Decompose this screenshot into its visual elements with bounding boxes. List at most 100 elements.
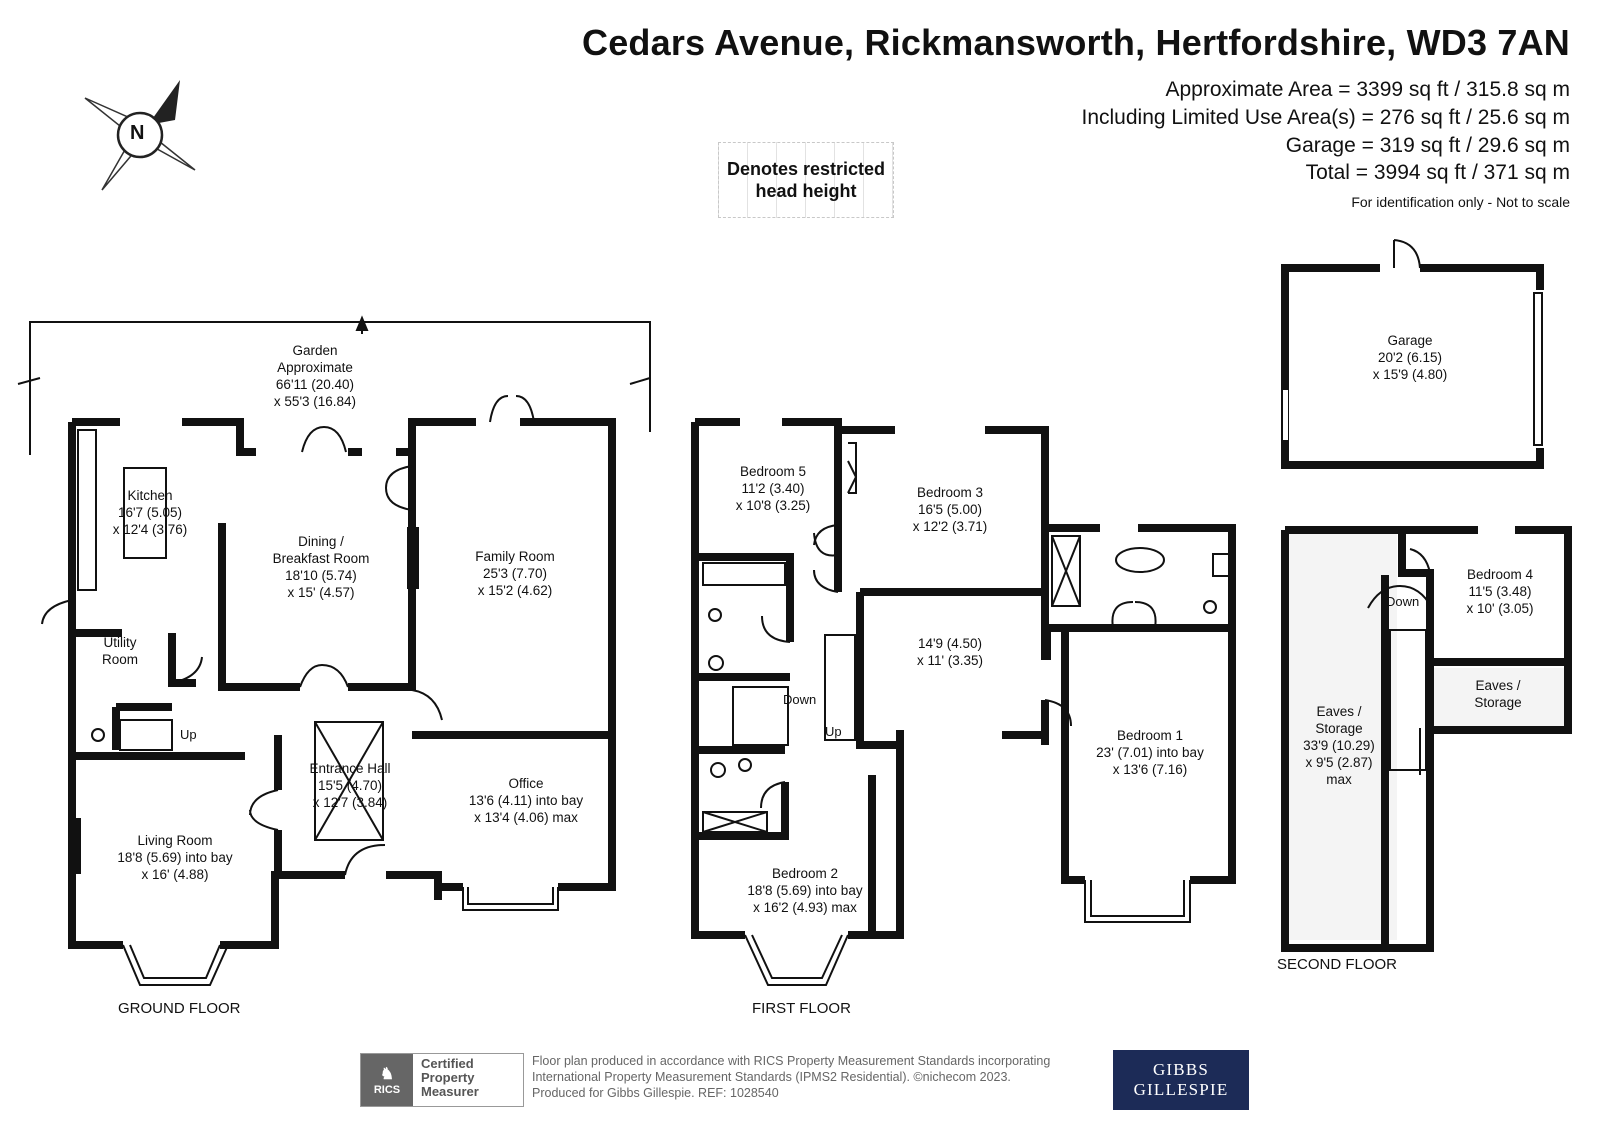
certified-measurer-text: Certified Property Measurer [413, 1054, 523, 1106]
room-line: Storage [1474, 695, 1522, 710]
room-label-bedroom-5: Bedroom 5 11'2 (3.40) x 10'8 (3.25) [728, 463, 818, 514]
stair-label-up-ground: Up [180, 727, 197, 742]
garage-details [1281, 239, 1543, 446]
room-label-utility: Utility Room [90, 634, 150, 668]
approximate-area: Approximate Area = 3399 sq ft / 315.8 sq… [1165, 78, 1571, 101]
room-line: x 16' (4.88) [141, 867, 209, 882]
room-line: x 10' (3.05) [1466, 601, 1534, 616]
room-name: Garden [292, 343, 338, 358]
fireplace-chimney [407, 527, 419, 589]
second-floor-details [1367, 548, 1433, 775]
room-line: x 9'5 (2.87) [1305, 755, 1373, 770]
room-name: 14'9 (4.50) [917, 636, 983, 651]
room-label-dining: Dining / Breakfast Room 18'10 (5.74) x 1… [256, 533, 386, 601]
ground-floor-details [41, 395, 559, 986]
footer-line-2: International Property Measurement Stand… [532, 1070, 1011, 1084]
lion-icon: ♞ [379, 1066, 395, 1083]
room-line: 20'2 (6.15) [1377, 350, 1443, 365]
restricted-height-legend: Denotes restricted head height [718, 158, 894, 202]
room-label-living: Living Room 18'8 (5.69) into bay x 16' (… [105, 832, 245, 883]
room-label-garage: Garage 20'2 (6.15) x 15'9 (4.80) [1360, 332, 1460, 383]
room-line: 15'5 (4.70) [317, 778, 383, 793]
room-line: x 10'8 (3.25) [735, 498, 811, 513]
room-name: Bedroom 2 [771, 866, 839, 881]
room-label-entrance-hall: Entrance Hall 15'5 (4.70) x 12'7 (3.84) [295, 760, 405, 811]
room-line: 18'8 (5.69) into bay [747, 883, 863, 898]
ground-floor-walls [68, 418, 616, 949]
room-line: x 16'2 (4.93) max [753, 900, 857, 915]
certified-line-2: Property [421, 1070, 475, 1085]
room-name: Bedroom 4 [1466, 567, 1534, 582]
room-line: x 12'7 (3.84) [312, 795, 388, 810]
garden-boundary [17, 315, 651, 455]
room-line: 18'10 (5.74) [285, 568, 357, 583]
room-line: 23' (7.01) into bay [1096, 745, 1204, 760]
room-name: Bedroom 3 [916, 485, 984, 500]
stair-label-down-second: Down [1386, 594, 1420, 609]
bedroom-1-chimney [1041, 628, 1051, 660]
compass-north-label: N [130, 122, 145, 144]
room-line: x 12'2 (3.71) [912, 519, 988, 534]
certified-line-1: Certified [421, 1056, 474, 1071]
room-line: x 15' (4.57) [287, 585, 355, 600]
room-name: Eaves / [1316, 704, 1362, 719]
room-line: x 11' (3.35) [916, 653, 984, 668]
rics-logo-text: RICS [373, 1084, 401, 1096]
living-room-chimney [71, 818, 81, 874]
first-floor-walls [691, 418, 1236, 939]
room-line: x 55'3 (16.84) [273, 394, 357, 409]
room-line: 66'11 (20.40) [275, 377, 355, 392]
room-line: 18'8 (5.69) into bay [117, 850, 233, 865]
second-floor-restricted [1285, 530, 1564, 940]
room-label-bedroom-3: Bedroom 3 16'5 (5.00) x 12'2 (3.71) [900, 484, 1000, 535]
room-name: Family Room [475, 549, 555, 564]
room-line: x 12'4 (3.76) [112, 522, 188, 537]
room-line: 16'7 (5.05) [117, 505, 183, 520]
second-floor-walls [1281, 526, 1572, 952]
room-name: Garage [1387, 333, 1433, 348]
floor-label-first: FIRST FLOOR [752, 1000, 851, 1017]
garage-area: Garage = 319 sq ft / 29.6 sq m [1285, 134, 1570, 157]
room-label-garden: Garden Approximate 66'11 (20.40) x 55'3 … [240, 342, 390, 410]
room-label-office: Office 13'6 (4.11) into bay x 13'4 (4.06… [456, 775, 596, 826]
garage-walls [1281, 264, 1544, 469]
room-name: Dining / [298, 534, 344, 549]
room-line: x 13'4 (4.06) max [474, 810, 578, 825]
agent-logo-line-1: GIBBS [1152, 1060, 1210, 1079]
first-floor-details [702, 442, 1230, 986]
room-label-landing: 14'9 (4.50) x 11' (3.35) [905, 635, 995, 669]
room-label-eaves-storage-small: Eaves / Storage [1458, 677, 1538, 711]
legend-line-1: Denotes restricted [726, 159, 886, 179]
room-label-bedroom-4: Bedroom 4 11'5 (3.48) x 10' (3.05) [1450, 566, 1550, 617]
room-label-eaves-storage-large: Eaves / Storage 33'9 (10.29) x 9'5 (2.87… [1292, 703, 1386, 788]
room-name: Kitchen [127, 488, 173, 503]
compass-icon [84, 80, 196, 191]
footer-line-3: Produced for Gibbs Gillespie. REF: 10285… [532, 1086, 779, 1100]
room-name: Entrance Hall [309, 761, 391, 776]
rics-certified-badge: ♞ RICS Certified Property Measurer [360, 1053, 524, 1107]
room-name: Office [508, 776, 544, 791]
room-name: Eaves / [1475, 678, 1521, 693]
stair-label-down-first: Down [783, 692, 817, 707]
limited-use-area: Including Limited Use Area(s) = 276 sq f… [1081, 106, 1571, 129]
room-label-kitchen: Kitchen 16'7 (5.05) x 12'4 (3.76) [110, 487, 190, 538]
room-line: 11'2 (3.40) [741, 481, 805, 496]
room-line: 33'9 (10.29) [1303, 738, 1375, 753]
restricted-height-legend-swatch [718, 142, 894, 218]
rics-logo: ♞ RICS [361, 1054, 413, 1106]
stair-label-up-first: Up [825, 724, 842, 739]
room-line: Storage [1315, 721, 1363, 736]
room-name: Bedroom 1 [1116, 728, 1184, 743]
agent-logo-line-2: GILLESPIE [1133, 1080, 1229, 1099]
agent-logo: GIBBS GILLESPIE [1113, 1050, 1249, 1110]
floor-label-ground: GROUND FLOOR [118, 1000, 241, 1017]
room-line: 25'3 (7.70) [482, 566, 548, 581]
room-name: Living Room [137, 833, 213, 848]
room-line: 11'5 (3.48) [1468, 584, 1532, 599]
room-line: x 13'6 (7.16) [1112, 762, 1188, 777]
room-line: 16'5 (5.00) [917, 502, 983, 517]
footer-line-1: Floor plan produced in accordance with R… [532, 1054, 1051, 1068]
room-line: max [1326, 772, 1352, 787]
identification-note: For identification only - Not to scale [1351, 194, 1570, 210]
